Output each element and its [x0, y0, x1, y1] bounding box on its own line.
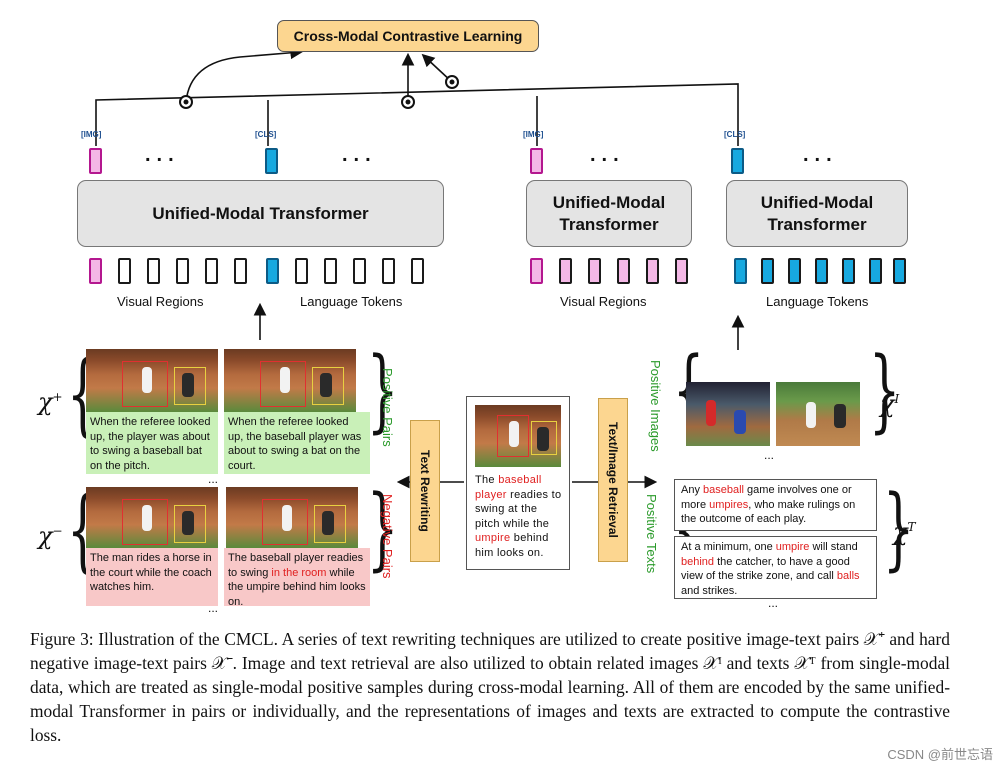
positive-caption-1: When the referee looked up, the player w…: [86, 412, 218, 474]
chi-minus-symbol: χ−: [38, 522, 63, 550]
language-token-2: [761, 258, 774, 284]
visual-token-2: [588, 258, 601, 284]
img-output-token: [89, 148, 102, 174]
cls-input-token-2: [734, 258, 747, 284]
transformer-txt-line1: Unified-Modal: [760, 193, 874, 213]
output-dots-4: ...: [803, 144, 838, 166]
unified-modal-transformer-main: Unified-Modal Transformer: [77, 180, 444, 247]
cls-tag-2: [CLS]: [724, 130, 746, 139]
text-image-retrieval-box: Text/Image Retrieval: [598, 398, 628, 562]
output-dots-2: ...: [342, 144, 377, 166]
negative-pairs-label: Negative Pairs: [380, 494, 395, 579]
visual-token: [176, 258, 189, 284]
texts-ellipsis: ...: [768, 596, 779, 610]
cls-tag: [CLS]: [255, 130, 277, 139]
images-ellipsis: ...: [764, 448, 775, 462]
language-token: [353, 258, 366, 284]
language-token: [382, 258, 395, 284]
text-rewriting-box: Text Rewriting: [410, 420, 440, 562]
language-tokens-label: Language Tokens: [300, 294, 403, 309]
visual-regions-label-2: Visual Regions: [560, 294, 647, 309]
img-input-token: [89, 258, 102, 284]
language-token-2: [842, 258, 855, 284]
chi-plus-symbol: χ+: [38, 388, 63, 416]
transformer-main-label: Unified-Modal Transformer: [152, 203, 369, 223]
neg-ellipsis: ...: [208, 601, 219, 615]
chi-i-symbol: χI: [880, 390, 900, 418]
visual-token-2: [559, 258, 572, 284]
pos-ellipsis: ...: [208, 472, 219, 486]
language-token-2: [893, 258, 906, 284]
baseball-photo: [86, 349, 218, 412]
positive-text-1: Any baseball game involves one or more u…: [674, 479, 877, 531]
positive-images-label: Positive Images: [648, 360, 663, 452]
visual-token: [147, 258, 160, 284]
center-image-text-card: The baseball player readies to swing at …: [466, 396, 570, 570]
positive-pairs-label: Positive Pairs: [380, 368, 395, 447]
positive-text-2: At a minimum, one umpire will stand behi…: [674, 536, 877, 599]
visual-token: [118, 258, 131, 284]
positive-image-1: [686, 382, 770, 446]
language-token-2: [815, 258, 828, 284]
img-tag: [IMG]: [81, 130, 102, 139]
language-token-2: [869, 258, 882, 284]
cls-output-token-2: [731, 148, 744, 174]
transformer-img-line2: Transformer: [559, 214, 659, 234]
positive-image-2: [776, 382, 860, 446]
baseball-photo: [86, 487, 218, 548]
img-output-token-2: [530, 148, 543, 174]
output-dots-1: ...: [145, 144, 180, 166]
visual-token: [205, 258, 218, 284]
language-token-2: [788, 258, 801, 284]
baseball-photo: [226, 487, 358, 548]
language-tokens-label-2: Language Tokens: [766, 294, 869, 309]
language-token: [411, 258, 424, 284]
cls-output-token: [265, 148, 278, 174]
cmcl-label: Cross-Modal Contrastive Learning: [293, 28, 523, 44]
watermark: CSDN @前世忘语: [887, 747, 993, 762]
chi-t-symbol: χT: [893, 518, 916, 546]
positive-texts-label: Positive Texts: [644, 494, 659, 574]
language-token: [295, 258, 308, 284]
img-input-token-2: [530, 258, 543, 284]
visual-token: [234, 258, 247, 284]
right-brace-pos: }: [366, 338, 399, 443]
figure-caption: Figure 3: Illustration of the CMCL. A se…: [30, 629, 950, 745]
visual-token-2: [617, 258, 630, 284]
visual-regions-label: Visual Regions: [117, 294, 204, 309]
transformer-txt-line2: Transformer: [767, 214, 867, 234]
negative-caption-2: The baseball player readies to swing in …: [224, 548, 370, 608]
text-rewriting-label: Text Rewriting: [418, 450, 432, 532]
right-brace-images: }: [868, 338, 901, 443]
language-token: [324, 258, 337, 284]
positive-caption-2: When the referee looked up, the baseball…: [224, 412, 370, 474]
negative-caption-1: The man rides a horse in the court while…: [86, 548, 218, 606]
transformer-img-line1: Unified-Modal: [552, 193, 666, 213]
img-tag-2: [IMG]: [523, 130, 544, 139]
output-dots-3: ...: [590, 144, 625, 166]
right-brace-neg: }: [366, 476, 399, 581]
visual-token-2: [675, 258, 688, 284]
retrieval-label: Text/Image Retrieval: [606, 422, 620, 538]
cross-modal-contrastive-learning-box: Cross-Modal Contrastive Learning: [277, 20, 539, 52]
visual-token-2: [646, 258, 659, 284]
baseball-photo: [475, 405, 561, 467]
cls-input-token: [266, 258, 279, 284]
right-brace-texts: }: [882, 476, 915, 581]
center-caption: The baseball player readies to swing at …: [475, 474, 562, 559]
baseball-photo: [224, 349, 356, 412]
